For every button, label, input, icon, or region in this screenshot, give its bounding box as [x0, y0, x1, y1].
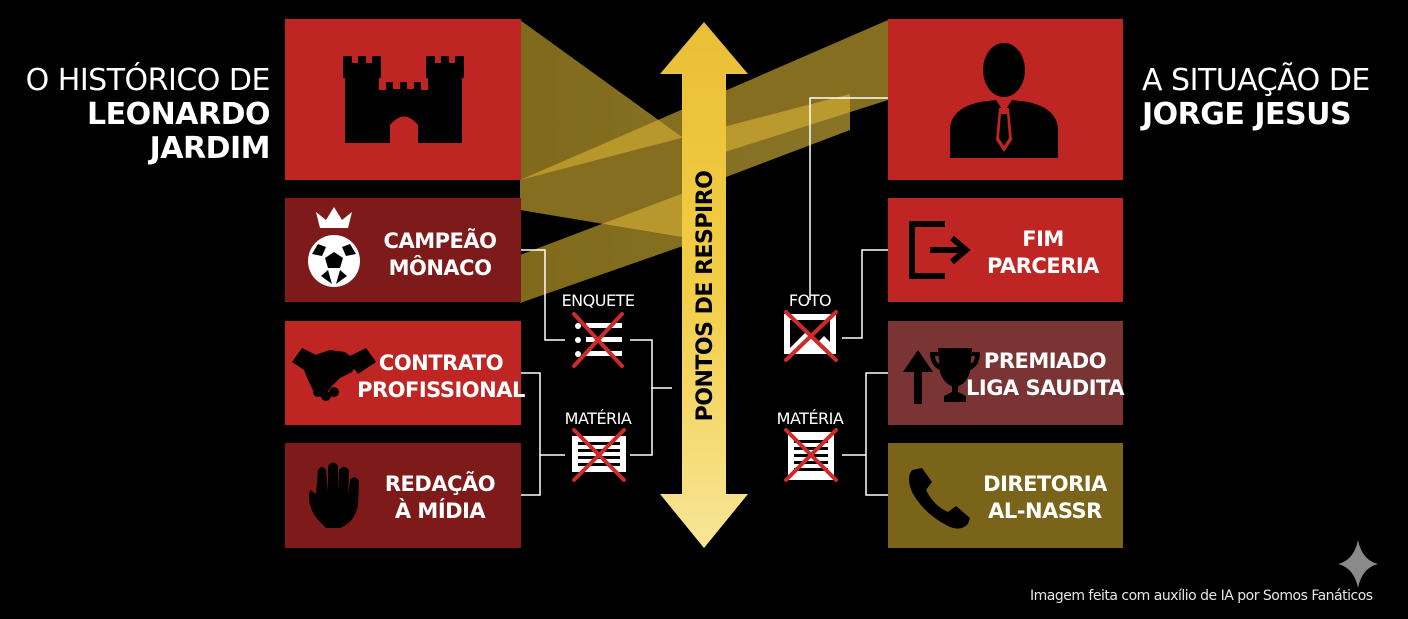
left-item-2-line1: CONTRATO [379, 351, 503, 375]
left-connector-lines [521, 249, 672, 496]
right-connector-label-2: MATÉRIA [777, 409, 844, 428]
left-item-1-line2: MÔNACO [389, 255, 492, 280]
left-item-3-line2: À MÍDIA [395, 498, 487, 523]
right-item-1-line1: FIM [1022, 227, 1064, 251]
right-item-2-line2: LIGA SAUDITA [966, 376, 1125, 400]
left-beam [520, 20, 850, 303]
left-title-line1: O HISTÓRICO DE [25, 63, 271, 98]
double-arrow [660, 22, 748, 548]
phone-icon [909, 468, 970, 529]
right-connector-lines [809, 97, 888, 496]
left-title-line2: LEONARDO JARDIM [87, 97, 270, 166]
footer-credit: Imagem feita com auxílio de IA por Somos… [1030, 588, 1373, 604]
arrow-up-trophy-icon [903, 348, 980, 404]
castle-icon [343, 56, 464, 143]
businessman-icon [950, 43, 1058, 158]
left-title: O HISTÓRICO DE LEONARDO JARDIM [0, 63, 271, 166]
raised-hand-icon [309, 462, 359, 528]
left-item-2-line2: PROFISSIONAL [357, 378, 525, 402]
crossed-document-icon [572, 428, 626, 482]
left-item-1-line1: CAMPEÃO [384, 228, 497, 253]
exit-icon [909, 221, 971, 279]
crossed-document-icon-right [784, 428, 838, 482]
right-title: A SITUAÇÃO DE JORGE JESUS [1142, 64, 1402, 132]
left-item-3-line1: REDAÇÃO [385, 471, 495, 496]
handshake-icon [292, 348, 376, 401]
right-item-block-1 [888, 198, 1123, 302]
right-title-line2: JORGE JESUS [1142, 97, 1352, 132]
sparkle-icon [1338, 540, 1378, 588]
right-item-block-2 [888, 321, 1123, 425]
left-connector-label-2: MATÉRIA [565, 409, 632, 428]
left-connector-label-1: ENQUETE [562, 291, 635, 310]
right-title-line1: A SITUAÇÃO DE [1142, 63, 1370, 98]
right-item-3-line2: AL-NASSR [988, 499, 1102, 523]
right-item-2-line1: PREMIADO [984, 349, 1106, 373]
right-item-1-line2: PARCERIA [987, 254, 1100, 278]
crossed-list-icon [572, 312, 624, 368]
crossed-photo-icon [784, 310, 838, 362]
crowned-football-icon [308, 207, 360, 287]
center-label: PONTOS DE RESPIRO [693, 171, 718, 422]
right-item-3-line1: DIRETORIA [983, 472, 1108, 496]
right-connector-label-1: FOTO [789, 291, 831, 310]
